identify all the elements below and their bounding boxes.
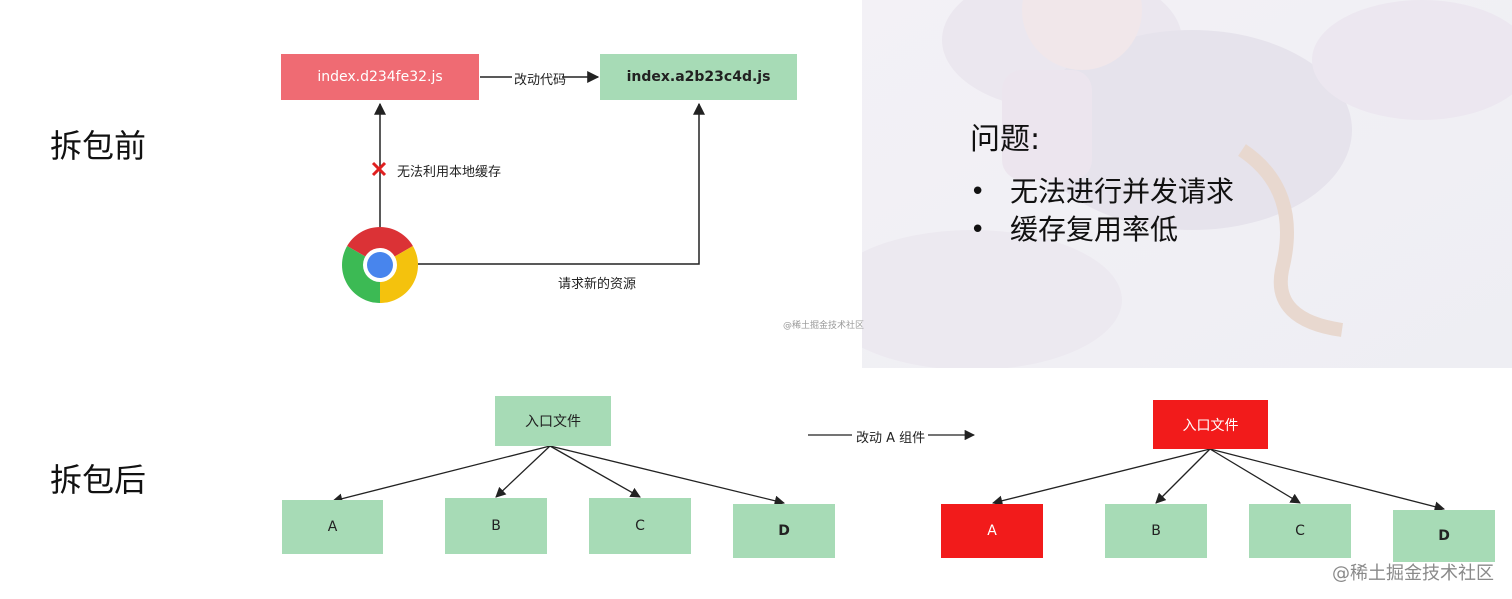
new-file-box: index.a2b23c4d.js — [600, 54, 797, 100]
child-box-b-after: B — [1105, 504, 1207, 558]
changed-child-box-a: A — [941, 504, 1043, 558]
request-new-label: 请求新的资源 — [558, 277, 637, 292]
fail-x-icon — [371, 161, 387, 177]
change-code-label: 改动代码 — [514, 73, 567, 88]
cache-fail-label: 无法利用本地缓存 — [397, 165, 502, 180]
inner-watermark: @稀土掘金技术社区 — [783, 321, 865, 331]
change-a-label: 改动 A 组件 — [856, 431, 926, 446]
astronaut-illustration — [862, 0, 1512, 368]
problem-item: 无法进行并发请求 — [970, 173, 1390, 211]
before-label: 拆包前 — [50, 127, 147, 165]
request-new-arrow — [418, 102, 705, 265]
old-file-box: index.d234fe32.js — [281, 54, 479, 100]
child-box-c-after: C — [1249, 504, 1351, 558]
child-box-d-after: D — [1393, 510, 1495, 562]
entry-box-after-change: 入口文件 — [1153, 400, 1268, 449]
problem-title: 问题: — [970, 122, 1041, 157]
problem-list: 无法进行并发请求 缓存复用率低 — [970, 173, 1390, 249]
child-box-b: B — [445, 498, 547, 554]
entry-box-before-change: 入口文件 — [495, 396, 611, 446]
site-watermark: @稀土掘金技术社区 — [1332, 563, 1494, 584]
child-box-a: A — [282, 500, 383, 554]
child-box-d: D — [733, 504, 835, 558]
chrome-icon — [342, 227, 418, 303]
child-box-c: C — [589, 498, 691, 554]
after-label: 拆包后 — [50, 461, 147, 499]
problem-item: 缓存复用率低 — [970, 211, 1390, 249]
